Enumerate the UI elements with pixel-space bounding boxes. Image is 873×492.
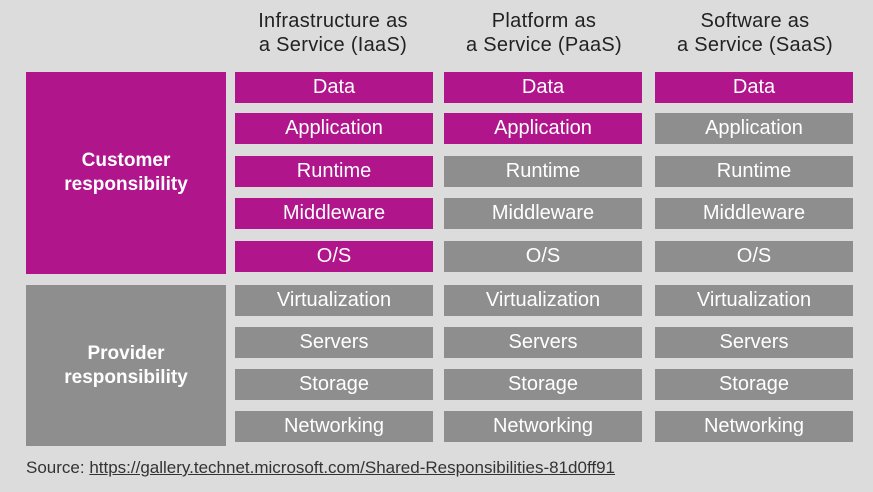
layer-cell-paas-data: Data: [444, 72, 642, 103]
column-header-line: a Service (SaaS): [677, 34, 833, 56]
column-header-line: Infrastructure as: [258, 10, 408, 32]
source-link[interactable]: https://gallery.technet.microsoft.com/Sh…: [89, 458, 616, 477]
layer-cell-paas-virtualization: Virtualization: [444, 285, 642, 316]
layer-cell-saas-data: Data: [655, 72, 853, 103]
layer-cell-iaas-networking: Networking: [235, 411, 433, 442]
layer-cell-saas-runtime: Runtime: [655, 156, 853, 187]
layer-cell-saas-storage: Storage: [655, 369, 853, 400]
layer-cell-iaas-virtualization: Virtualization: [235, 285, 433, 316]
layer-cell-paas-storage: Storage: [444, 369, 642, 400]
layer-cell-iaas-application: Application: [235, 113, 433, 144]
layer-cell-saas-middleware: Middleware: [655, 198, 853, 229]
layer-cell-saas-virtualization: Virtualization: [655, 285, 853, 316]
layer-cell-paas-runtime: Runtime: [444, 156, 642, 187]
layer-cell-saas-application: Application: [655, 113, 853, 144]
layer-cell-paas-networking: Networking: [444, 411, 642, 442]
customer-responsibility-block: Customer responsibility: [26, 72, 226, 274]
layer-cell-paas-os: O/S: [444, 241, 642, 272]
layer-cell-saas-servers: Servers: [655, 327, 853, 358]
column-header-line: Platform as: [491, 10, 597, 32]
layer-cell-paas-servers: Servers: [444, 327, 642, 358]
layer-cell-iaas-storage: Storage: [235, 369, 433, 400]
layer-cell-saas-networking: Networking: [655, 411, 853, 442]
column-header-saas: Software as a Service (SaaS): [655, 9, 855, 57]
column-header-iaas: Infrastructure as a Service (IaaS): [233, 9, 433, 57]
source-line: Source: https://gallery.technet.microsof…: [26, 458, 615, 478]
layer-cell-paas-application: Application: [444, 113, 642, 144]
layer-cell-saas-os: O/S: [655, 241, 853, 272]
layer-cell-iaas-data: Data: [235, 72, 433, 103]
layer-cell-iaas-servers: Servers: [235, 327, 433, 358]
layer-cell-paas-middleware: Middleware: [444, 198, 642, 229]
source-label: Source:: [26, 458, 90, 477]
layer-cell-iaas-os: O/S: [235, 241, 433, 272]
provider-label-line: responsibility: [64, 366, 188, 388]
provider-label-line: Provider: [87, 342, 165, 364]
customer-label-line: responsibility: [64, 174, 188, 195]
column-header-line: a Service (IaaS): [258, 34, 408, 56]
column-header-line: Software as: [700, 10, 810, 32]
customer-label-line: Customer: [81, 150, 171, 171]
layer-cell-iaas-middleware: Middleware: [235, 198, 433, 229]
provider-responsibility-block: Provider responsibility: [26, 285, 226, 446]
column-header-paas: Platform as a Service (PaaS): [444, 9, 644, 57]
column-header-line: a Service (PaaS): [466, 34, 622, 56]
layer-cell-iaas-runtime: Runtime: [235, 156, 433, 187]
